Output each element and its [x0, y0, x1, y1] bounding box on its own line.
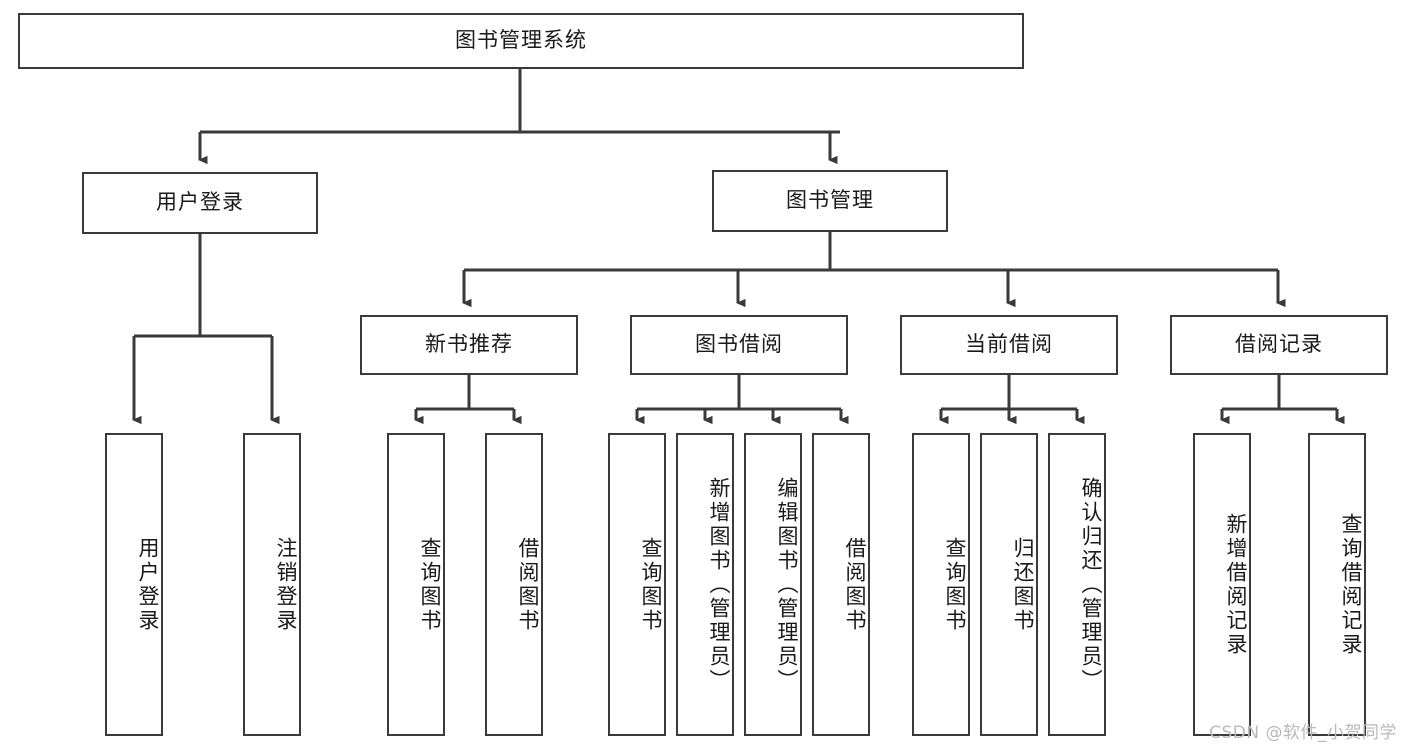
- leaf-label: 用户登录: [136, 536, 160, 633]
- node-book-management[interactable]: 图书管理: [712, 170, 948, 232]
- node-book-borrow-label: 图书借阅: [695, 332, 783, 357]
- leaf-borrow-borrow-book[interactable]: 借阅图书: [812, 433, 870, 736]
- node-root-label: 图书管理系统: [455, 28, 587, 53]
- leaf-record-query-record[interactable]: 查询借阅记录: [1308, 433, 1366, 736]
- leaf-current-query-book[interactable]: 查询图书: [912, 433, 970, 736]
- node-book-borrow[interactable]: 图书借阅: [630, 315, 848, 375]
- leaf-record-add-record[interactable]: 新增借阅记录: [1193, 433, 1251, 736]
- node-borrow-record-label: 借阅记录: [1235, 332, 1323, 357]
- leaf-label: 查询图书: [418, 536, 442, 633]
- leaf-current-return-book[interactable]: 归还图书: [980, 433, 1038, 736]
- node-new-book-recommend[interactable]: 新书推荐: [360, 315, 578, 375]
- node-new-book-recommend-label: 新书推荐: [425, 332, 513, 357]
- node-borrow-record[interactable]: 借阅记录: [1170, 315, 1388, 375]
- leaf-label: 查询借阅记录: [1339, 512, 1363, 657]
- leaf-label: 借阅图书: [843, 536, 867, 633]
- leaf-borrow-query-book[interactable]: 查询图书: [608, 433, 666, 736]
- leaf-label: 查询图书: [943, 536, 967, 633]
- leaf-label: 注销登录: [274, 536, 298, 633]
- leaf-label: 新增借阅记录: [1224, 512, 1248, 657]
- leaf-label: 确认归还（管理员）: [1079, 476, 1103, 693]
- leaf-borrow-edit-book-admin[interactable]: 编辑图书（管理员）: [744, 433, 802, 736]
- leaf-label: 新增图书（管理员）: [707, 476, 731, 693]
- node-root[interactable]: 图书管理系统: [18, 13, 1024, 69]
- leaf-current-confirm-return-admin[interactable]: 确认归还（管理员）: [1048, 433, 1106, 736]
- node-user-login[interactable]: 用户登录: [82, 172, 318, 234]
- node-current-borrow[interactable]: 当前借阅: [900, 315, 1118, 375]
- leaf-recommend-query-book[interactable]: 查询图书: [387, 433, 445, 736]
- leaf-user-login-login[interactable]: 用户登录: [105, 433, 163, 736]
- leaf-user-login-logout[interactable]: 注销登录: [243, 433, 301, 736]
- csdn-watermark: CSDN @软件_小贺同学: [1209, 723, 1397, 743]
- leaf-label: 查询图书: [639, 536, 663, 633]
- node-current-borrow-label: 当前借阅: [965, 332, 1053, 357]
- leaf-label: 归还图书: [1011, 536, 1035, 633]
- leaf-borrow-add-book-admin[interactable]: 新增图书（管理员）: [676, 433, 734, 736]
- leaf-label: 编辑图书（管理员）: [775, 476, 799, 693]
- leaf-recommend-borrow-book[interactable]: 借阅图书: [485, 433, 543, 736]
- node-book-management-label: 图书管理: [786, 188, 874, 213]
- node-user-login-label: 用户登录: [156, 190, 244, 215]
- leaf-label: 借阅图书: [516, 536, 540, 633]
